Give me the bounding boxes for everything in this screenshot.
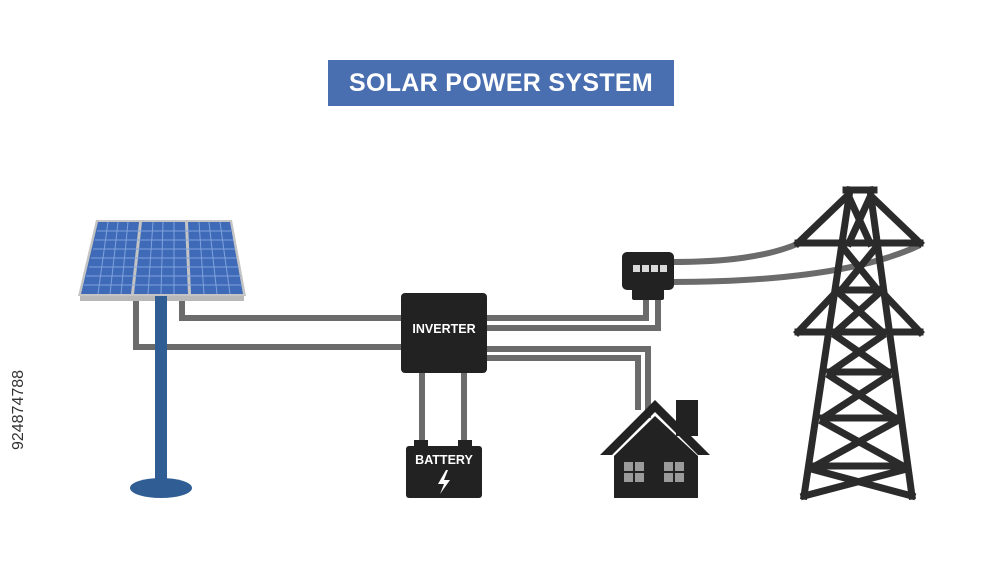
panel-to-inverter-wire-lower — [133, 300, 402, 350]
solar-panel-base — [130, 478, 192, 498]
lightning-bolt-icon — [438, 470, 450, 494]
solar-panel-pole — [155, 296, 167, 480]
wiring — [133, 237, 922, 442]
inverter-to-house-wire-b — [486, 355, 641, 410]
inverter-label: INVERTER — [412, 322, 476, 336]
meter-to-tower-wire-upper — [671, 237, 808, 265]
inverter-icon — [401, 293, 487, 373]
house-icon — [600, 400, 710, 498]
stock-id-text: 924874788 — [10, 369, 27, 451]
stock-id-watermark: 924874788 — [4, 320, 34, 500]
battery-icon — [406, 440, 482, 498]
electric-meter-icon — [622, 252, 674, 300]
inverter-to-house-wire-a — [486, 346, 651, 418]
battery-label: BATTERY — [415, 453, 473, 467]
inverter-to-meter-wire-lower — [486, 298, 661, 331]
panel-to-inverter-wire-upper — [179, 300, 402, 321]
meter-to-tower-wire-lower — [671, 242, 922, 285]
diagram-title: SOLAR POWER SYSTEM — [328, 60, 674, 106]
transmission-tower-icon — [793, 186, 925, 501]
solar-panel-icon — [78, 220, 246, 498]
inverter-to-meter-wire-upper — [486, 298, 649, 321]
